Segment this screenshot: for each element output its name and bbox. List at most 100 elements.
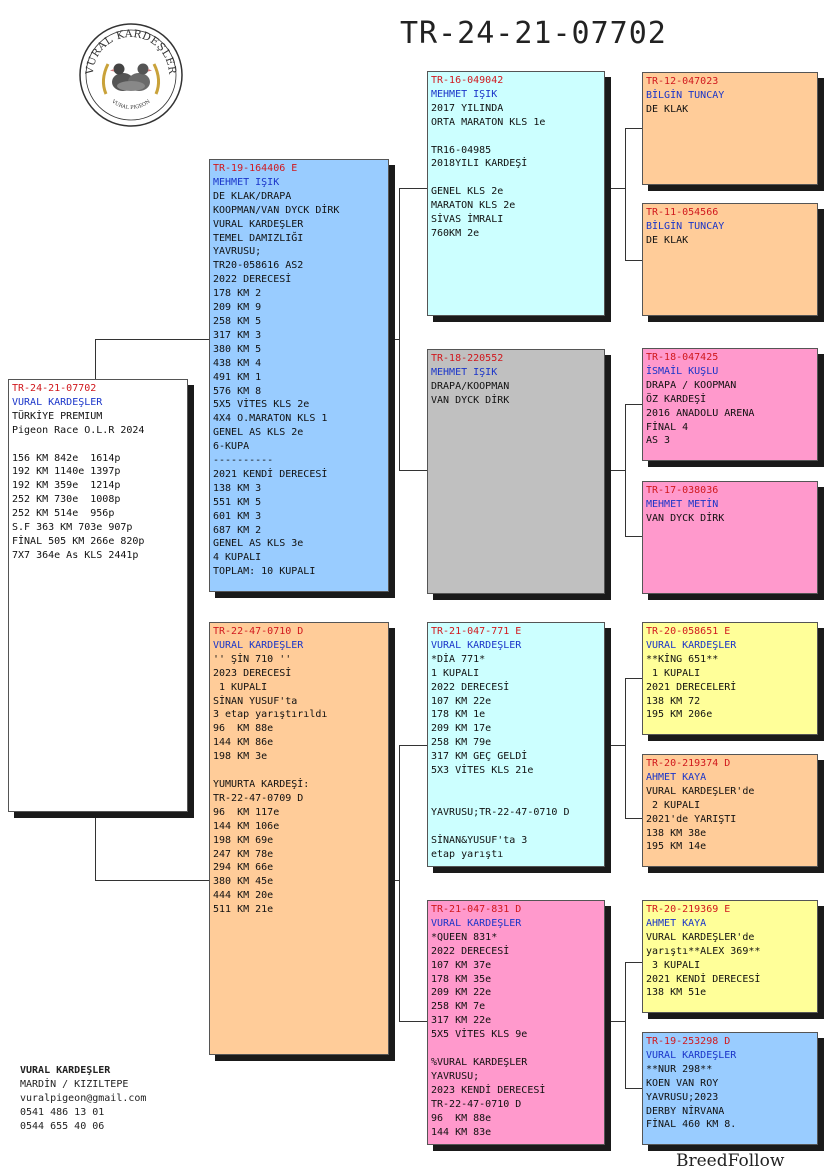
contact-phone-1[interactable]: 0541 486 13 01 [20, 1107, 105, 1118]
connector [625, 260, 642, 261]
connector [625, 404, 626, 536]
record-line [12, 438, 184, 452]
record-line: 5X3 VİTES KLS 21e [431, 765, 534, 777]
record-line: 444 KM 20e [213, 890, 274, 902]
record-line: SİNAN YUSUF'ta [213, 695, 298, 707]
record-line: DE KLAK [646, 234, 689, 246]
record-line: ÖZ KARDEŞİ [646, 393, 707, 405]
record-line: 138 KM 38e [646, 827, 707, 839]
connector [605, 188, 625, 189]
ring-number: TR-20-219374 D [646, 758, 731, 769]
connector [625, 678, 626, 818]
connector [625, 1088, 642, 1089]
record-line: YAVRUSU; [213, 246, 262, 258]
connector [95, 812, 96, 880]
record-line: TEMEL DAMIZLIĞI [213, 232, 304, 244]
connector [95, 880, 209, 881]
connector [399, 745, 427, 746]
record-line: 2021'de YARIŞTI [646, 813, 737, 825]
connector [625, 678, 642, 679]
record-line: 178 KM 1e [431, 709, 486, 721]
record-line [431, 778, 601, 792]
ring-number: TR-11-054566 [646, 207, 719, 218]
ring-number: TR-17-038036 [646, 485, 719, 496]
pedigree-title: TR-24-21-07702 [400, 16, 667, 51]
record-line: 317 KM GEÇ GELDİ [431, 751, 528, 763]
record-line: 2021 KENDİ DERECESİ [646, 973, 761, 985]
connector [399, 745, 400, 1021]
ring-number: TR-20-219369 E [646, 904, 731, 915]
owner-name: MEHMET IŞIK [431, 88, 498, 100]
owner-name: VURAL KARDEŞLER [431, 917, 522, 929]
record-line: 2023 DERECESİ [213, 667, 292, 679]
record-line: 144 KM 106e [213, 820, 280, 832]
vural-pigeon-logo: VURAL KARDEŞLER VURAL PIGEON [79, 23, 183, 127]
contact-phone-2[interactable]: 0544 655 40 06 [20, 1121, 105, 1132]
ring-number: TR-20-058651 E [646, 626, 731, 637]
record-line: YUMURTA KARDEŞİ: [213, 778, 310, 790]
record-line: 258 KM 5 [213, 315, 262, 327]
connector [389, 880, 399, 881]
record-line: YAVRUSU;2023 [646, 1091, 719, 1103]
record-line [431, 171, 601, 185]
record-line: 252 KM 730e 1008p [12, 494, 121, 506]
record-line: 1 KUPALI [646, 667, 701, 679]
record-line: 209 KM 22e [431, 987, 492, 999]
owner-name: VURAL KARDEŞLER [646, 639, 737, 651]
connector [625, 128, 626, 260]
ring-number: TR-18-220552 [431, 353, 504, 364]
record-line: 3 KUPALI [646, 959, 701, 971]
connector [399, 470, 427, 471]
record-line: 209 KM 17e [431, 723, 492, 735]
connector [399, 188, 400, 470]
record-line: 107 KM 37e [431, 959, 492, 971]
record-line: 138 KM 51e [646, 987, 707, 999]
record-line: 6-KUPA [213, 441, 250, 453]
connector [399, 188, 427, 189]
contact-block: VURAL KARDEŞLER MARDİN / KIZILTEPE vural… [20, 1064, 146, 1134]
record-line: GENEL AS KLS 2e [213, 427, 304, 439]
record-line: 247 KM 78e [213, 848, 274, 860]
record-line: 96 KM 117e [213, 806, 280, 818]
connector [95, 339, 96, 379]
record-line: YAVRUSU; [431, 1070, 480, 1082]
record-line: 2 KUPALI [646, 799, 701, 811]
breedfollow-brand: BreedFollow [676, 1151, 785, 1171]
record-line: TR20-058616 AS2 [213, 260, 304, 272]
ring-number: TR-16-049042 [431, 75, 504, 86]
record-line: FİNAL 505 KM 266e 820p [12, 535, 145, 547]
record-line: 1 KUPALI [431, 667, 480, 679]
record-line: 760KM 2e [431, 227, 480, 239]
record-line: TOPLAM: 10 KUPALI [213, 566, 316, 578]
connector [605, 745, 625, 746]
record-line: yarıştı**ALEX 369** [646, 945, 761, 957]
record-line: 687 KM 2 [213, 524, 262, 536]
record-line: 2022 DERECESİ [213, 274, 292, 286]
record-line: 195 KM 14e [646, 841, 707, 853]
record-line: VURAL KARDEŞLER [213, 218, 304, 230]
record-line [213, 764, 385, 778]
contact-email[interactable]: vuralpigeon@gmail.com [20, 1093, 147, 1104]
record-line: 209 KM 9 [213, 302, 262, 314]
record-line: DERBY NİRVANA [646, 1105, 725, 1117]
record-line: 156 KM 842e 1614p [12, 452, 121, 464]
record-line: 138 KM 72 [646, 695, 701, 707]
owner-name: VURAL KARDEŞLER [431, 639, 522, 651]
record-line: 178 KM 2 [213, 288, 262, 300]
record-line: DRAPA/KOOPMAN [431, 380, 510, 392]
